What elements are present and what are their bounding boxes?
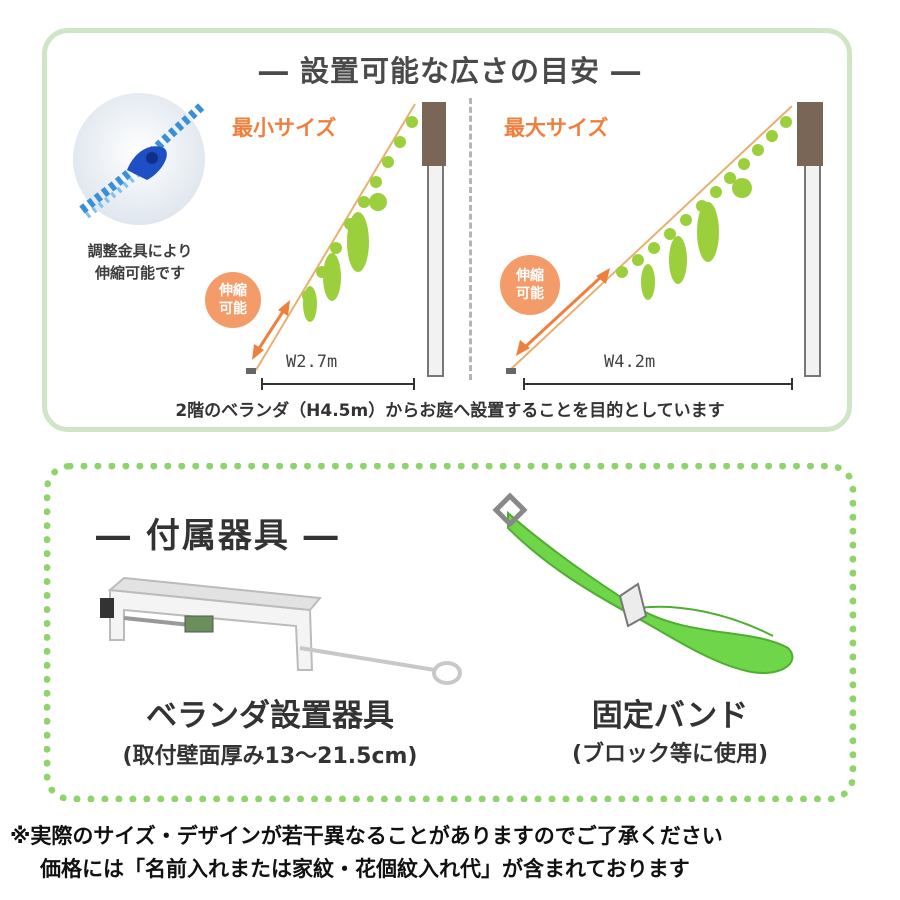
bracket-note: (取付壁面厚み13～21.5cm) <box>122 744 418 769</box>
accessories-panel <box>44 463 856 802</box>
extend-badge-max-line1: 伸縮 <box>516 268 544 284</box>
min-size-diagram <box>246 102 446 390</box>
band-note: (ブロック等に使用) <box>571 742 769 767</box>
setup-caption: 2階のベランダ（H4.5m）からお庭へ設置することを目的としています <box>175 401 725 421</box>
max-size-label: 最大サイズ <box>504 116 609 140</box>
extend-badge-min-line1: 伸縮 <box>219 283 247 299</box>
adjuster-caption-line1: 調整金具により <box>87 242 193 260</box>
min-width-label: W2.7m <box>286 352 338 372</box>
bracket-name: ベランダ設置器具 <box>146 698 394 734</box>
adjuster-caption-line2: 伸縮可能です <box>94 264 185 282</box>
disclaimer-note: ※実際のサイズ・デザインが若干異なることがありますのでご了承ください <box>10 824 723 848</box>
diagram-divider <box>469 98 472 380</box>
extend-badge-min: 伸縮 可能 <box>205 272 261 328</box>
extend-badge-max: 伸縮 可能 <box>500 255 560 315</box>
veranda-bracket-image <box>100 576 462 685</box>
extend-badge-min-line2: 可能 <box>219 301 247 317</box>
max-width-label: W4.2m <box>604 352 656 372</box>
fixing-band-image <box>492 492 794 674</box>
accessories-title: ― 付属器具 ― <box>96 516 340 556</box>
band-name: 固定バンド <box>591 698 749 734</box>
size-guide-panel <box>42 28 852 432</box>
price-note: 価格には「名前入れまたは家紋・花個紋入れ代」が含まれております <box>40 857 690 881</box>
adjuster-rope-photo <box>73 93 207 225</box>
extend-badge-max-line2: 可能 <box>516 286 544 302</box>
size-guide-title: ― 設置可能な広さの目安 ― <box>258 54 642 88</box>
adjuster-caption: 調整金具により 伸縮可能です <box>70 240 210 284</box>
max-size-diagram <box>506 102 823 390</box>
min-size-label: 最小サイズ <box>232 116 337 140</box>
